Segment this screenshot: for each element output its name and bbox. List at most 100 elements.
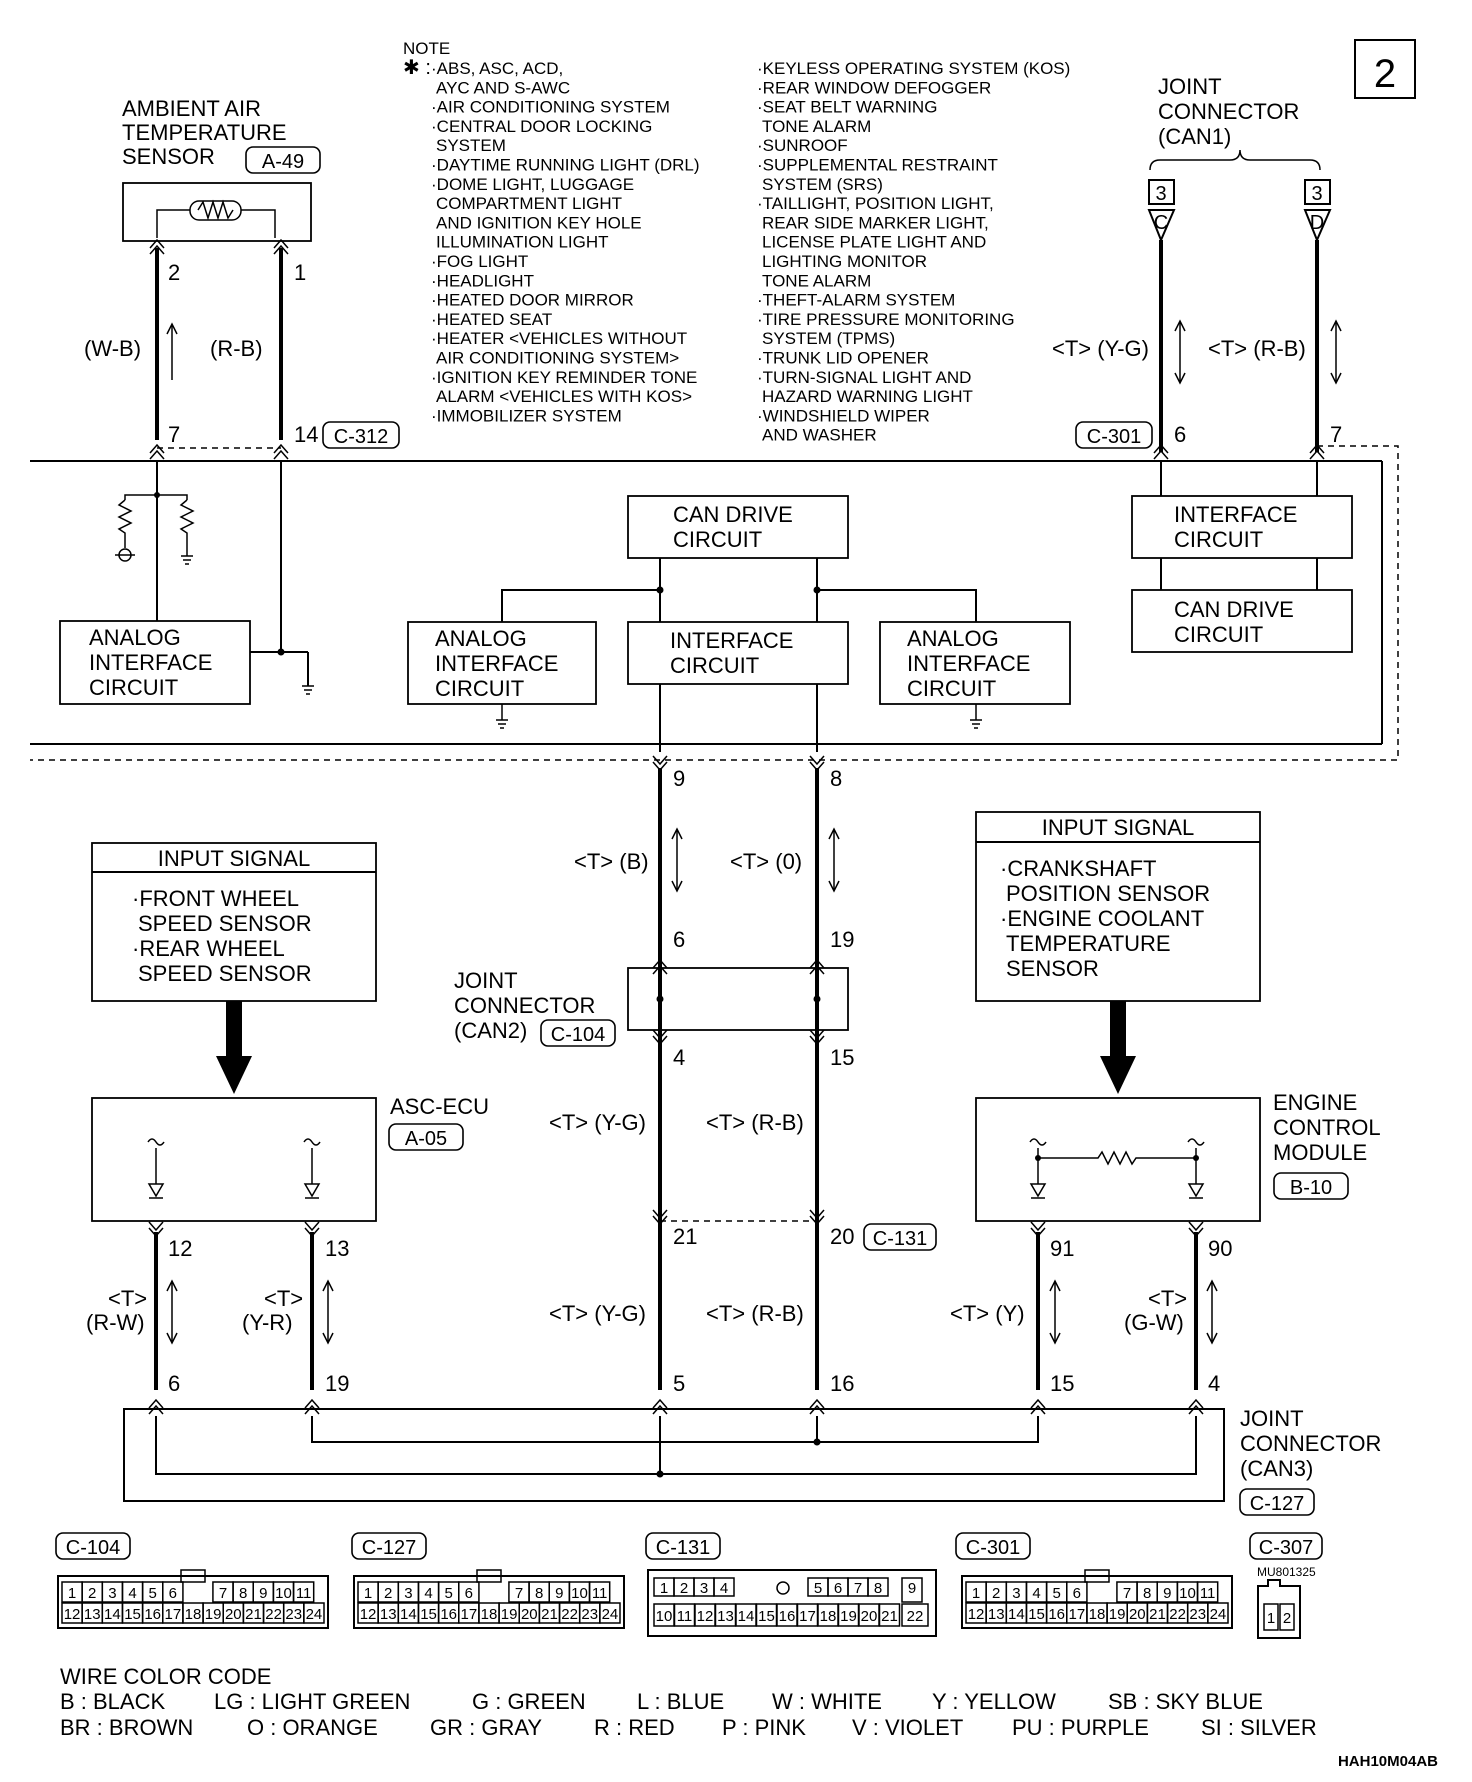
connector-shell	[57, 1575, 329, 1629]
pin-number: 12	[697, 1608, 714, 1625]
can1-wire-label-right: <T> (R-B)	[1208, 336, 1306, 361]
ecm-ground-right-icon	[1187, 1183, 1205, 1199]
pin-number: 18	[185, 1606, 202, 1623]
can2-pin-15: 15	[830, 1045, 854, 1070]
pin-cell	[1066, 1581, 1088, 1603]
c127-face-label: C-127	[362, 1537, 416, 1559]
can3-title-2: CONNECTOR	[1240, 1431, 1381, 1456]
pin2-arrow	[149, 238, 165, 255]
pin-number: 10	[1179, 1585, 1196, 1602]
c307-pin-2: 2	[1283, 1610, 1291, 1627]
ecm-title-3: MODULE	[1273, 1140, 1367, 1165]
can-drive-center-box	[627, 495, 849, 559]
color-code-br: BR : BROWN	[60, 1715, 193, 1740]
pin-number: 20	[1129, 1606, 1146, 1623]
analog-left-3: CIRCUIT	[89, 675, 178, 700]
pin-number: 16	[779, 1608, 796, 1625]
etacs-pin-9: 9	[673, 766, 685, 791]
input-signal-right: INPUT SIGNAL ·CRANKSHAFT POSITION SENSOR…	[975, 811, 1261, 1094]
pin-cell	[878, 1603, 901, 1627]
c307-shell	[1257, 1579, 1301, 1639]
pin-cell	[1207, 1602, 1229, 1624]
pin-number: 21	[541, 1606, 558, 1623]
asc-ground-left-icon	[147, 1183, 165, 1199]
can3-arrow-3	[652, 1398, 668, 1415]
note-left-item: AND IGNITION KEY HOLE	[436, 213, 642, 232]
note-right-item: ·SEAT BELT WARNING	[757, 98, 937, 117]
asc-ground-right-icon	[303, 1183, 321, 1199]
ambient-title-1: AMBIENT AIR	[122, 96, 261, 121]
note-right-list: ·KEYLESS OPERATING SYSTEM (KOS)·REAR WIN…	[757, 59, 1070, 445]
c301-label: C-301	[1087, 426, 1141, 448]
pin-number: 13	[84, 1606, 101, 1623]
connector-shell	[961, 1575, 1233, 1629]
analog-mid-right-ground-icon	[970, 719, 982, 729]
can3-pin-16: 16	[830, 1371, 854, 1396]
pin-number: 11	[592, 1585, 608, 1602]
figure-code: HAH10M04AB	[1338, 1753, 1438, 1770]
color-code-r: R : RED	[594, 1715, 675, 1740]
ambient-title-2: TEMPERATURE	[122, 120, 287, 145]
pin-number: 11	[677, 1608, 693, 1625]
pin-number: 13	[380, 1606, 397, 1623]
upper-bidir-right-heads	[828, 827, 840, 893]
c307-part-number: MU801325	[1257, 1565, 1316, 1579]
can1-tri-left	[1147, 209, 1176, 243]
pin-number: 7	[515, 1585, 523, 1602]
pin-number: 19	[840, 1608, 857, 1625]
b10-label-frame	[1273, 1172, 1349, 1200]
c127-label-frame	[1239, 1488, 1315, 1516]
can2-node-right	[813, 995, 821, 1003]
asc-transceiver-left-icon	[147, 1138, 165, 1146]
pin-cell	[303, 1602, 325, 1624]
c104-face-label-frame	[55, 1532, 131, 1560]
upper-bidir-left-heads	[671, 827, 683, 893]
pin-number: 9	[555, 1585, 563, 1602]
engine-control-module: ENGINE CONTROL MODULE B-10 91 90 <T> (Y)…	[950, 1090, 1381, 1396]
bottom-wire-label-left: <T> (Y-G)	[549, 1301, 646, 1326]
input-right-box	[975, 811, 1261, 1002]
sensor-lead-left	[156, 209, 190, 238]
c131-pin-21: 21	[673, 1224, 697, 1249]
pin-number: 8	[535, 1585, 543, 1602]
pin-number: 24	[1210, 1606, 1227, 1623]
c307-pin-1: 1	[1267, 1610, 1275, 1627]
a05-label: A-05	[405, 1128, 447, 1150]
pin-number: 3	[700, 1580, 708, 1597]
c301-pin6-arrow	[1153, 443, 1169, 460]
note-left-item: ALARM <VEHICLES WITH KOS>	[436, 387, 692, 406]
analog-left-junction	[277, 648, 285, 656]
pin-number: 22	[1169, 1606, 1186, 1623]
pin-number: 15	[420, 1606, 437, 1623]
page-number: 2	[1374, 52, 1396, 96]
color-code-b: B : BLACK	[60, 1689, 165, 1714]
color-code-l: L : BLUE	[637, 1689, 724, 1714]
upper-wire-label-right: <T> (0)	[730, 849, 802, 874]
pin-number: 1	[972, 1585, 980, 1602]
pin8-arrow	[809, 755, 825, 772]
pin-number: 5	[814, 1580, 822, 1597]
input-right-line-5: SENSOR	[1006, 956, 1099, 981]
pin-number: 19	[501, 1606, 518, 1623]
pin-number: 5	[149, 1585, 157, 1602]
note-right-item: TONE ALARM	[762, 117, 871, 136]
note-left-item: ILLUMINATION LIGHT	[436, 233, 609, 252]
pin-number: 20	[861, 1608, 878, 1625]
can3-l-node	[813, 1438, 821, 1446]
sensor-box	[122, 182, 312, 242]
asc-t-left: <T>	[108, 1286, 147, 1311]
note-left-item: SYSTEM	[436, 136, 506, 155]
pin1-arrow	[273, 238, 289, 255]
a49-label-frame	[245, 146, 321, 174]
a49-label: A-49	[262, 151, 304, 173]
note-marker: ✱ :	[403, 57, 431, 79]
pin-number: 8	[1143, 1585, 1151, 1602]
etacs-unit: ANALOG INTERFACE CIRCUIT CAN DRIVE CIRCU…	[30, 443, 1399, 791]
note-left-item: ·HEATED SEAT	[431, 310, 552, 329]
analog-left-ground-icon	[302, 685, 314, 695]
can-drive-right-2: CIRCUIT	[1174, 622, 1263, 647]
asc-bidir-right-heads	[322, 1279, 334, 1345]
pin-number: 22	[907, 1608, 924, 1625]
